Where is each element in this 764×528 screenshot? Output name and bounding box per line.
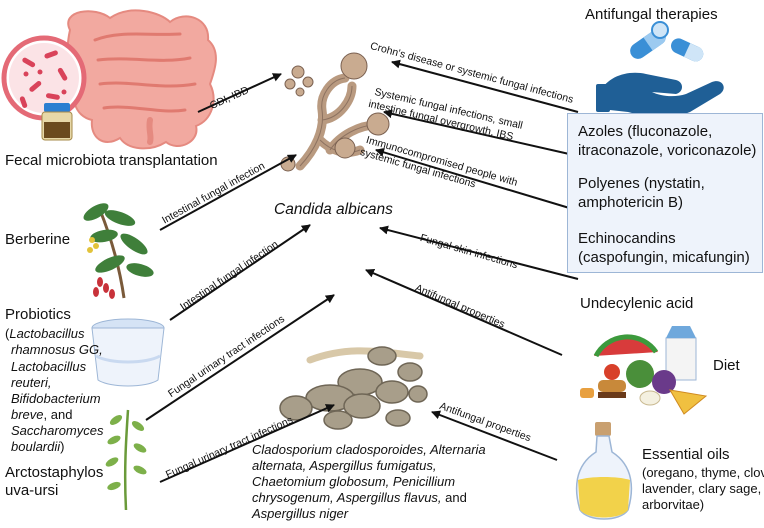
- arrow-undecylenic: [365, 269, 563, 356]
- undecylenic-label: Undecylenic acid: [580, 295, 694, 312]
- arcto-label-2: uva-ursi: [5, 482, 59, 499]
- antifungal-therapies-box: Azoles (fluconazole, itraconazole, voric…: [567, 113, 763, 273]
- molds-line-1: Cladosporium cladosporoides, Alternaria: [252, 442, 486, 457]
- berberis-plant-icon: [83, 203, 154, 299]
- azoles-line-1: Azoles (fluconazole,: [578, 123, 713, 140]
- probiotic-lgg-1: Lactobacillus: [9, 326, 85, 341]
- molds-line-4: chrysogenum, Aspergillus flavus,: [252, 490, 442, 505]
- essential-oils-line-2: lavender, clary sage, and: [642, 481, 764, 496]
- arrow-berberine: [159, 154, 297, 231]
- molds-line-3: Chaetomium globosum, Penicillium: [252, 474, 456, 489]
- probiotics-open: (: [5, 326, 10, 341]
- probiotic-sacc-2: boulardii: [11, 439, 61, 454]
- probiotic-sacc-1: Saccharomyces: [11, 423, 104, 438]
- candida-hyphae-icon: [280, 52, 390, 172]
- molds-line-5: Aspergillus niger: [252, 506, 349, 521]
- arcto-label-1: Arctostaphylos: [5, 464, 104, 481]
- hand-pills-icon: [596, 21, 724, 117]
- bearberry-plant-icon: [105, 409, 147, 511]
- probiotics-label: Probiotics: [5, 306, 71, 323]
- polyenes-line-1: Polyenes (nystatin,: [578, 175, 705, 192]
- oil-bottle-icon: [575, 422, 633, 520]
- yogurt-cup-icon: [91, 318, 165, 387]
- polyenes-line-2: amphotericin B): [578, 194, 684, 211]
- arrow-fmt: [197, 73, 282, 113]
- berberine-label: Berberine: [5, 231, 71, 248]
- arrow-echinocandins: [379, 225, 579, 280]
- arrow-azoles-crohn: [391, 59, 579, 113]
- essential-oils-label: Essential oils: [642, 446, 730, 463]
- food-platter-icon: [580, 326, 708, 415]
- molds-line-2: alternata, Aspergillus fumigatus,: [252, 458, 437, 473]
- arrow-azoles-systemic: [383, 109, 579, 157]
- diet-label: Diet: [713, 357, 740, 374]
- probiotic-lreu-1: Lactobacillus: [11, 359, 87, 374]
- arrow-oils: [431, 410, 558, 461]
- arrow-probiotics-urinary: [145, 294, 335, 421]
- antifungal-therapies-heading: Antifungal therapies: [585, 6, 718, 23]
- essential-oils-line-1: (oregano, thyme, clove,: [642, 465, 764, 480]
- probiotic-bifi-and: , and: [43, 407, 73, 422]
- candida-label: Candida albicans: [274, 201, 393, 218]
- echinocandins-line-1: Echinocandins: [578, 230, 676, 247]
- arrow-probiotics-intestinal: [169, 224, 311, 321]
- stool-jar-icon: [41, 103, 73, 141]
- probiotic-bifi-2: breve: [11, 407, 44, 422]
- echinocandins-line-2: (caspofungin, micafungin): [578, 249, 750, 266]
- arrow-polyenes: [375, 147, 577, 211]
- fmt-label: Fecal microbiota transplantation: [5, 152, 218, 169]
- molds-line-4-and: and: [441, 490, 467, 505]
- probiotic-lgg-2: rhamnosus GG,: [11, 342, 103, 357]
- intestine-icon: [66, 9, 217, 150]
- magnifier-microbe-icon: [1, 35, 87, 121]
- arrow-arcto: [159, 404, 335, 483]
- mold-colony-icon: [279, 346, 428, 430]
- probiotic-bifi-1: Bifidobacterium: [11, 391, 101, 406]
- probiotics-close: ): [60, 439, 65, 454]
- probiotic-lreu-2: reuteri,: [11, 375, 52, 390]
- azoles-line-2: itraconazole, voriconazole): [578, 142, 757, 159]
- essential-oils-line-3: arborvitae): [642, 497, 705, 512]
